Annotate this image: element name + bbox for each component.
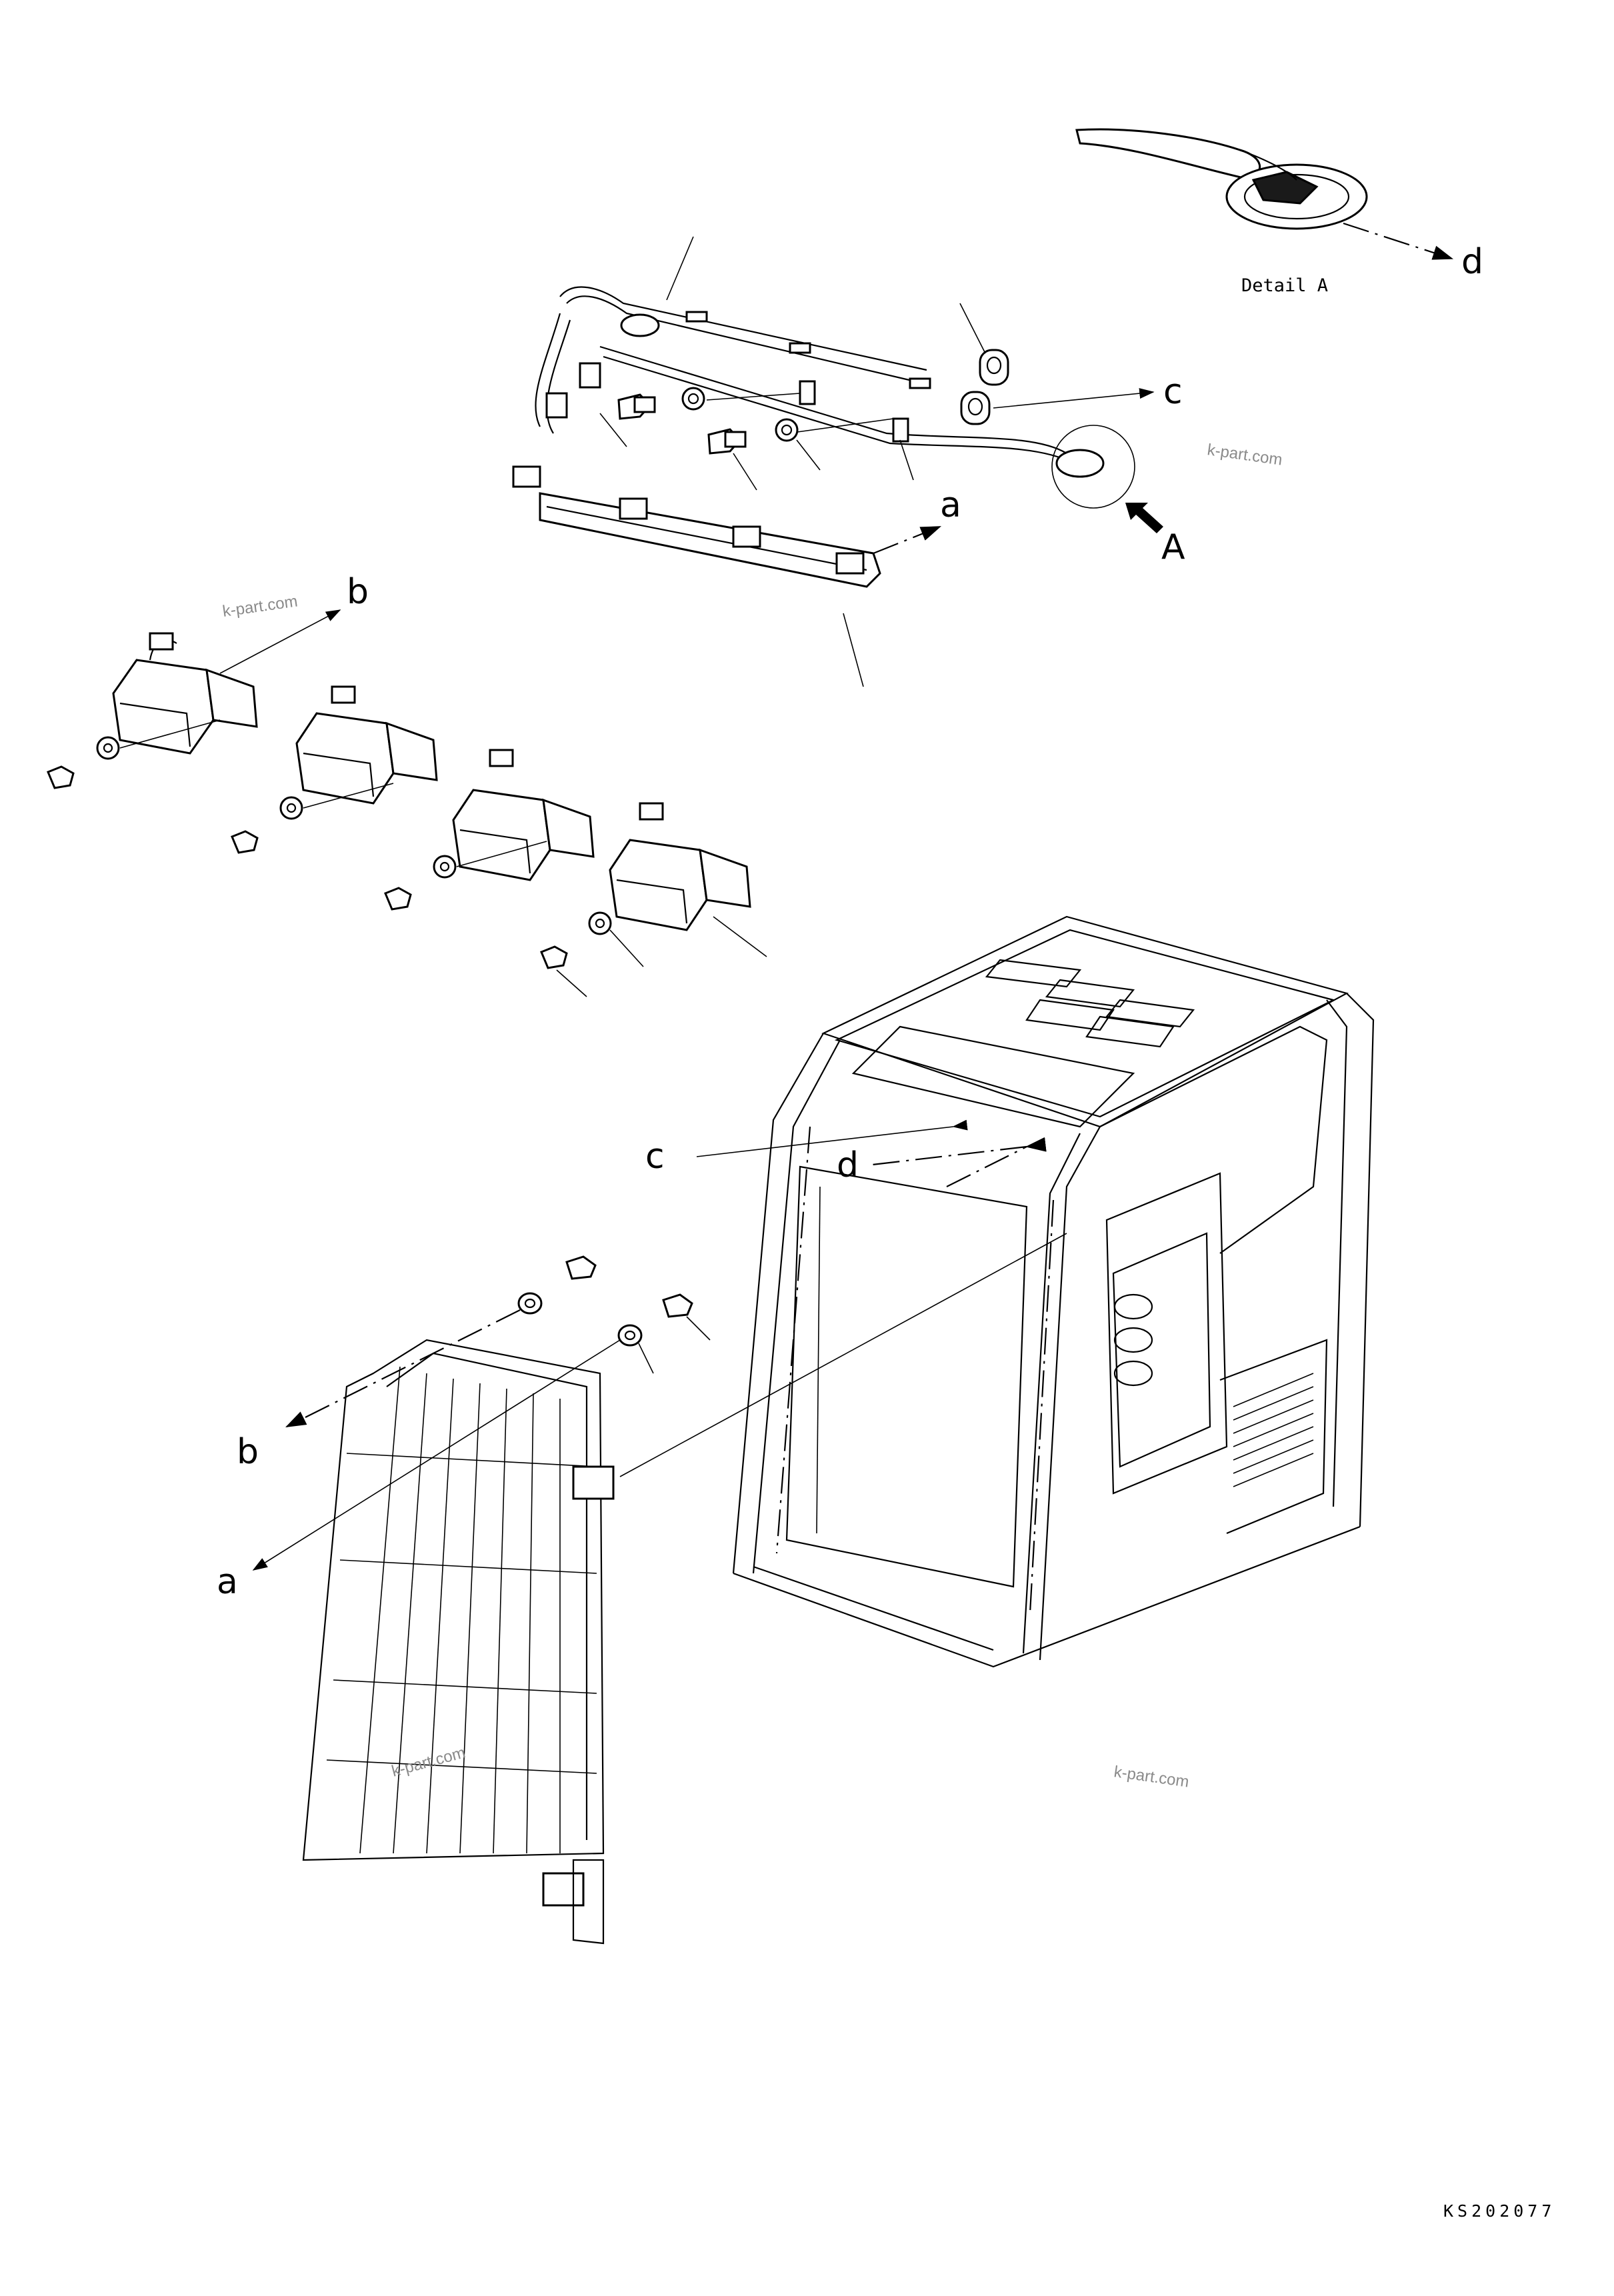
detail-a-mirror-mount (1075, 128, 1368, 230)
guard-washer-1 (517, 1292, 543, 1315)
front-guard (302, 1339, 615, 1945)
callout-a-lower: a (217, 1562, 238, 1602)
leader-d-cab (866, 1137, 1047, 1167)
leader-b-lower (285, 1309, 521, 1427)
work-lamp-2 (295, 685, 438, 805)
bolt-harness-2 (707, 428, 747, 455)
grommet-upper (979, 349, 1009, 386)
leader-a-top (873, 525, 942, 555)
work-lamp-3 (452, 749, 595, 881)
washer-harness-1 (681, 387, 705, 411)
watermark-4: k-part.com (390, 1743, 467, 1780)
lamp-washer-1 (96, 736, 120, 760)
detail-a-label: Detail A (1241, 275, 1328, 296)
watermark-3: k-part.com (1113, 1763, 1190, 1791)
work-lamp-1 (112, 632, 258, 755)
leader-harness (666, 236, 694, 301)
callout-a-view: A (1161, 527, 1185, 567)
lamp-bolt-3 (384, 887, 412, 911)
guard-bolt-1 (565, 1255, 597, 1280)
callout-a-top: a (940, 485, 961, 525)
lamp-washer-2 (279, 796, 303, 820)
callout-c-top: c (1163, 372, 1183, 412)
leader-c-cab (696, 1119, 968, 1157)
work-lamp-4 (609, 802, 751, 931)
leader-c-top (993, 388, 1155, 409)
watermark-2: k-part.com (221, 592, 299, 621)
drawing-code: KS202077 (1443, 2201, 1555, 2221)
callout-b-lower: b (237, 1432, 259, 1472)
watermark-1: k-part.com (1206, 441, 1283, 469)
lamp-bolt-2 (231, 830, 259, 854)
view-arrow-a (1125, 503, 1163, 533)
callout-c-cab: c (645, 1137, 665, 1177)
callout-d-cab: d (837, 1145, 859, 1185)
leader-d-detail (1343, 222, 1454, 260)
lamp-washer-4 (588, 911, 612, 935)
lamp-bolt-4 (540, 945, 568, 969)
guard-bolt-2 (662, 1293, 693, 1318)
callout-b-top: b (347, 572, 369, 612)
callout-d-detail: d (1461, 242, 1483, 282)
leader-b-top (219, 609, 341, 674)
detail-a-circle (1051, 425, 1135, 509)
washer-harness-2 (775, 418, 799, 442)
grommet-lower (960, 391, 991, 425)
lamp-bolt-1 (47, 765, 75, 789)
guard-washer-2 (617, 1324, 643, 1347)
operator-cab (732, 915, 1375, 1668)
wire-harness (535, 286, 1105, 478)
lamp-washer-3 (433, 855, 457, 879)
mounting-bracket (512, 465, 881, 588)
bolt-harness-1 (617, 393, 656, 420)
leader-a-lower (252, 1339, 621, 1571)
